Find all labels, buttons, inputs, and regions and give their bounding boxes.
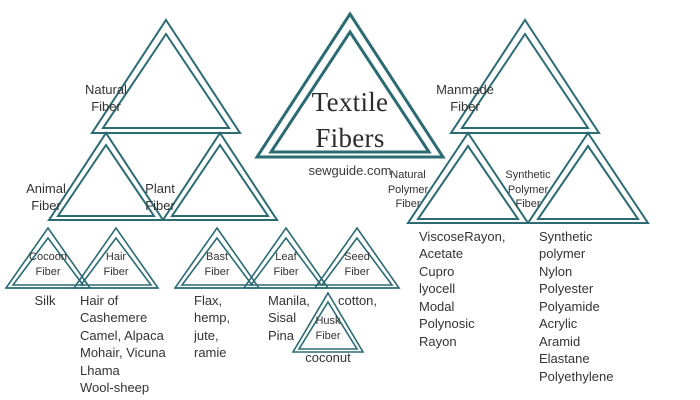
node-label-leaf-fiber: Leaf Fiber (273, 251, 299, 278)
triangle-manmade-fiber (451, 20, 599, 133)
node-label-manmade-fiber: Manmade Fiber (436, 82, 494, 115)
diagram-title-line-2: Fibers (315, 123, 385, 153)
leaf-list-leaf: Manila, Sisal Pina (268, 293, 310, 343)
node-label-natural-fiber: Natural Fiber (85, 82, 127, 115)
leaf-list-bast: Flax, hemp, jute, ramie (194, 293, 231, 361)
node-label-seed-fiber: Seed Fiber (344, 251, 370, 278)
node-label-natural-polymer-fiber: Natural Polymer Fiber (387, 169, 429, 211)
triangle-natural-fiber (92, 20, 240, 133)
brand-label: sewguide.com (308, 163, 392, 178)
diagram-title-line-1: Textile (311, 87, 389, 117)
node-label-husk-fiber: Husk Fiber (315, 315, 341, 342)
leaf-list-synthetic-polymer: Synthetic polymer Nylon Polyester Polyam… (539, 229, 614, 384)
leaf-list-cocoon: Silk (34, 293, 56, 308)
node-label-bast-fiber: Bast Fiber (204, 251, 230, 278)
leaf-list-natural-polymer: ViscoseRayon, Acetate Cupro lyocell Moda… (419, 229, 506, 349)
node-label-animal-fiber: Animal Fiber (26, 181, 66, 214)
leaf-list-husk: coconut (305, 350, 351, 365)
node-label-cocoon-fiber: Cocoon Fiber (29, 251, 67, 278)
node-label-plant-fiber: Plant Fiber (145, 181, 175, 214)
node-label-hair-fiber: Hair Fiber (103, 251, 129, 278)
node-label-synthetic-polymer-fiber: Synthetic Polymer Fiber (505, 169, 551, 211)
leaf-list-hair: Hair of Cashemere Camel, Alpaca Mohair, … (80, 293, 166, 396)
leaf-list-seed: cotton, (338, 293, 378, 308)
